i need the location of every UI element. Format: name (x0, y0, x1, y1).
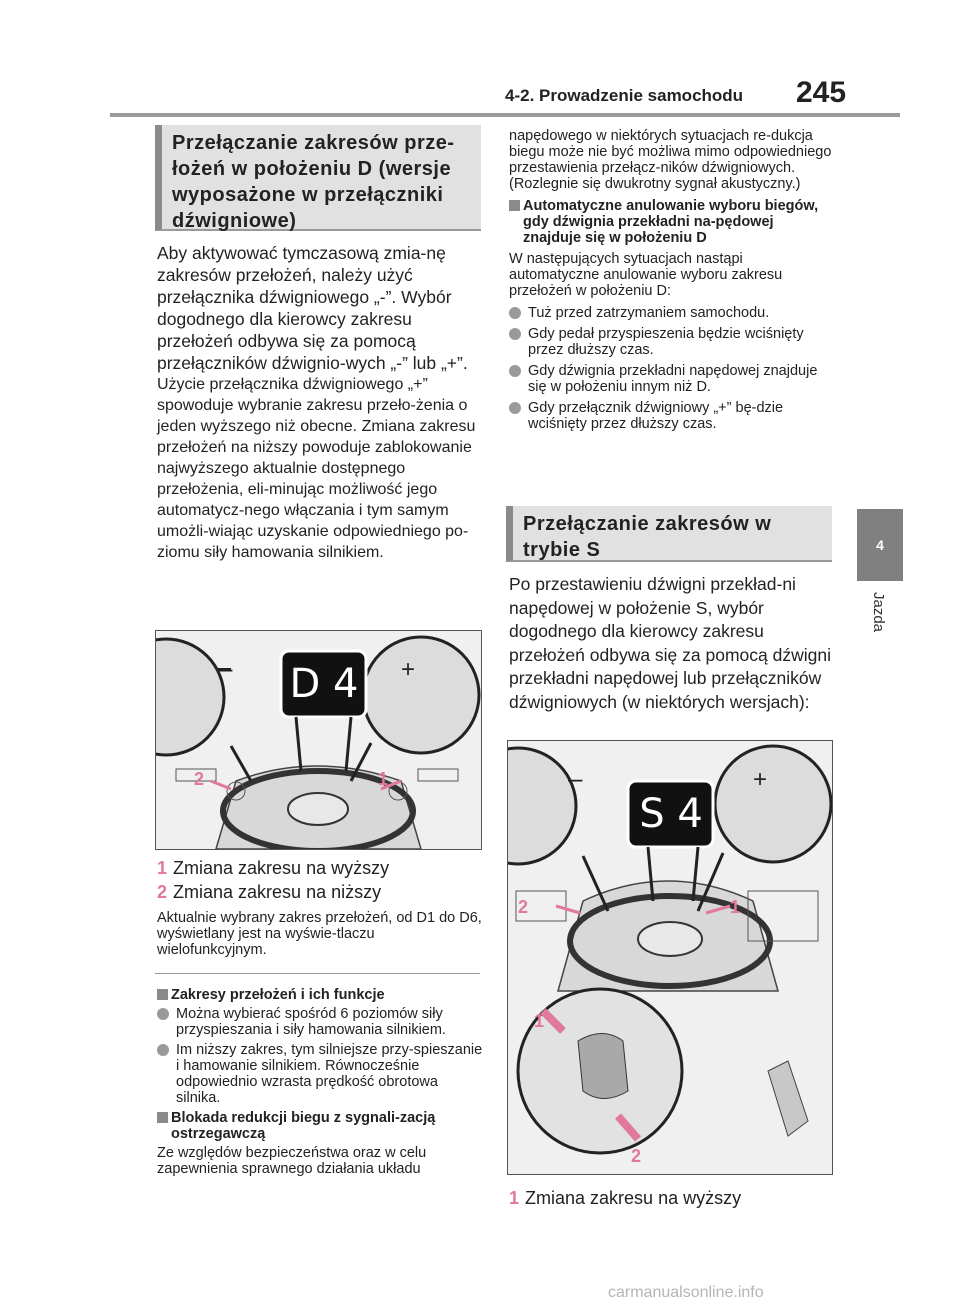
square-bullet-icon (509, 200, 520, 211)
right-top-block: napędowego w niektórych sytuacjach re-du… (509, 128, 834, 432)
minus-paddle-zoom (156, 637, 226, 757)
callout-1: 1 (730, 897, 741, 917)
dashboard-s-svg: – + (508, 741, 832, 1174)
subheading-gear-ranges: Zakresy przełożeń i ich funkcje (157, 987, 483, 1003)
s-mode-paragraph: Po przestawieniu dźwigni przekład-ni nap… (509, 574, 831, 712)
bullet-item: Gdy dźwignia przekładni napędowej znajdu… (509, 363, 834, 395)
subheading-auto-cancel: Automatyczne anulowanie wyboru biegów, g… (509, 198, 834, 246)
page-number: 245 (796, 76, 847, 109)
item-number: 1 (157, 858, 168, 878)
item-text: Zmiana zakresu na wyższy (173, 858, 390, 878)
callout-2-lever: 2 (631, 1146, 642, 1166)
svg-text:+: + (401, 656, 415, 683)
note-paragraph: Aktualnie wybrany zakres przełożeń, od D… (157, 910, 482, 958)
bullet-dot-icon (509, 365, 521, 377)
square-bullet-icon (157, 989, 168, 1000)
callout-1: 1 (378, 769, 389, 789)
bullet-dot-icon (509, 307, 521, 319)
item-text: Zmiana zakresu na wyższy (525, 1188, 742, 1208)
chapter-tab: 4 (857, 509, 903, 581)
bullet-dot-icon (509, 402, 521, 414)
callout-1-lever: 1 (534, 1011, 545, 1031)
section-heading-s-mode: Przełączanie zakresów w trybie S (506, 506, 832, 562)
dashboard-d-svg: – + (156, 631, 481, 849)
item-number: 2 (157, 882, 168, 902)
watermark-text: carmanualsonline.info (608, 1284, 764, 1301)
bullet-item: Im niższy zakres, tym silniejsze przy-sp… (157, 1042, 483, 1106)
item-number: 1 (509, 1188, 520, 1208)
intro-paragraph: Aby aktywować tymczasową zmia-nę zakresó… (157, 243, 468, 373)
bullet-dot-icon (157, 1044, 169, 1056)
bullet-dot-icon (157, 1008, 169, 1020)
section-title: 4-2. Prowadzenie samochodu (505, 86, 744, 105)
minus-paddle-zoom (508, 746, 578, 866)
bullet-item: Można wybierać spośród 6 poziomów siły p… (157, 1006, 483, 1038)
section-heading-d-mode: Przełączanie zakresów prze-łożeń w położ… (155, 125, 481, 232)
chapter-label: Jazda (870, 592, 887, 633)
plus-paddle-zoom (361, 635, 481, 755)
item-text: Zmiana zakresu na niższy (173, 882, 382, 902)
subheading-downshift-lock: Blokada redukcji biegu z sygnali-zacją o… (157, 1110, 483, 1142)
bullet-item: Gdy przełącznik dźwigniowy „+” bę-dzie w… (509, 400, 834, 432)
bullet-item: Tuż przed zatrzymaniem samochodu. (509, 305, 834, 321)
continued-paragraph: napędowego w niektórych sytuacjach re-du… (509, 128, 832, 192)
explanation-paragraph: Użycie przełącznika dźwigniowego „+” spo… (157, 376, 476, 561)
paddle-shifter-illustration-d: – + D 4 2 1 (155, 630, 482, 850)
downshift-lock-text: Ze względów bezpieczeństwa oraz w celu z… (157, 1145, 427, 1177)
left-text-block: Aby aktywować tymczasową zmia-nę zakresó… (157, 242, 483, 563)
section-divider (155, 973, 480, 974)
svg-text:–: – (568, 763, 583, 793)
bullet-item: Gdy pedał przyspieszenia będzie wciśnięt… (509, 326, 834, 358)
gear-display-s: S 4 (639, 791, 703, 837)
callout-2: 2 (194, 769, 205, 789)
header-rule (110, 113, 900, 117)
square-bullet-icon (157, 1112, 168, 1123)
left-subsections: Zakresy przełożeń i ich funkcje Można wy… (157, 987, 483, 1177)
gear-display-d: D 4 (289, 661, 359, 707)
plus-paddle-zoom (713, 744, 832, 864)
paddle-and-lever-illustration-s: – + S 4 2 1 1 2 (507, 740, 833, 1175)
callout-2: 2 (518, 897, 529, 917)
s-mode-intro: Po przestawieniu dźwigni przekład-ni nap… (509, 573, 834, 714)
bullet-dot-icon (509, 328, 521, 340)
svg-text:–: – (218, 653, 233, 683)
auto-cancel-text: W następujących sytuacjach nastąpi autom… (509, 251, 783, 299)
svg-text:+: + (753, 766, 767, 793)
